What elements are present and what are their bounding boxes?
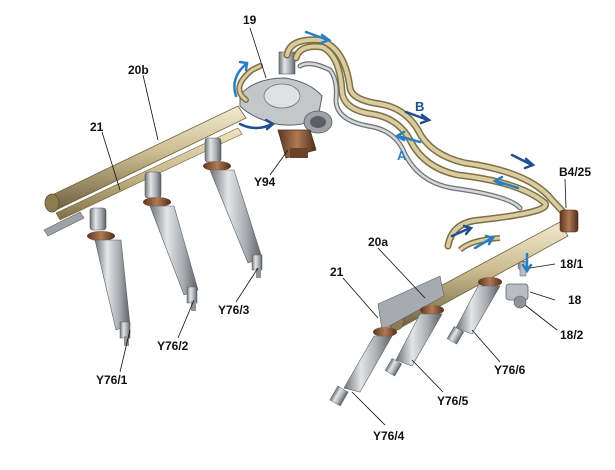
label-y94: Y94 (254, 175, 276, 189)
flow-arrow-icon (404, 110, 432, 125)
flow-arrows (233, 30, 536, 274)
flow-arrow-icon (238, 118, 276, 131)
flow-arrow-icon (233, 60, 249, 98)
label-y76-2: Y76/2 (157, 339, 189, 353)
high-pressure-pump-19 (239, 51, 333, 134)
label-y76-6: Y76/6 (494, 363, 526, 377)
flow-arrow-icon (492, 175, 520, 190)
leader-lines (101, 27, 567, 426)
injector-y76-4 (329, 327, 397, 407)
flow-arrow-icon (473, 234, 495, 250)
label-y76-3: Y76/3 (218, 303, 250, 317)
flow-label-b: B (415, 99, 425, 114)
high-pressure-lines (236, 36, 570, 250)
injector-y76-3 (203, 137, 263, 278)
injector-y76-1 (87, 207, 131, 346)
label-b4-25: B4/25 (559, 165, 592, 179)
label-18-1: 18/1 (560, 257, 584, 271)
flow-arrow-icon (521, 252, 533, 274)
label-18-2: 18/2 (560, 328, 584, 342)
flow-arrow-icon (304, 30, 332, 45)
flow-arrow-icon (510, 153, 536, 170)
flow-arrow-icon (450, 224, 474, 238)
label-21-bottom: 21 (330, 265, 344, 279)
label-20a: 20a (368, 235, 389, 249)
label-21-top: 21 (90, 120, 104, 134)
flow-arrow-icon (394, 130, 422, 144)
label-y76-4: Y76/4 (373, 429, 405, 443)
flow-label-a: A (397, 148, 407, 163)
label-20b: 20b (128, 63, 149, 77)
label-19: 19 (243, 13, 257, 27)
injector-y76-2 (143, 171, 199, 311)
injector-y76-6 (446, 277, 502, 345)
label-y76-5: Y76/5 (437, 394, 469, 408)
pump-valve-y94 (277, 129, 317, 159)
fuel-rail-20a (377, 209, 579, 331)
label-y76-1: Y76/1 (96, 373, 128, 387)
injector-y76-5 (384, 305, 444, 377)
label-18: 18 (568, 293, 582, 307)
